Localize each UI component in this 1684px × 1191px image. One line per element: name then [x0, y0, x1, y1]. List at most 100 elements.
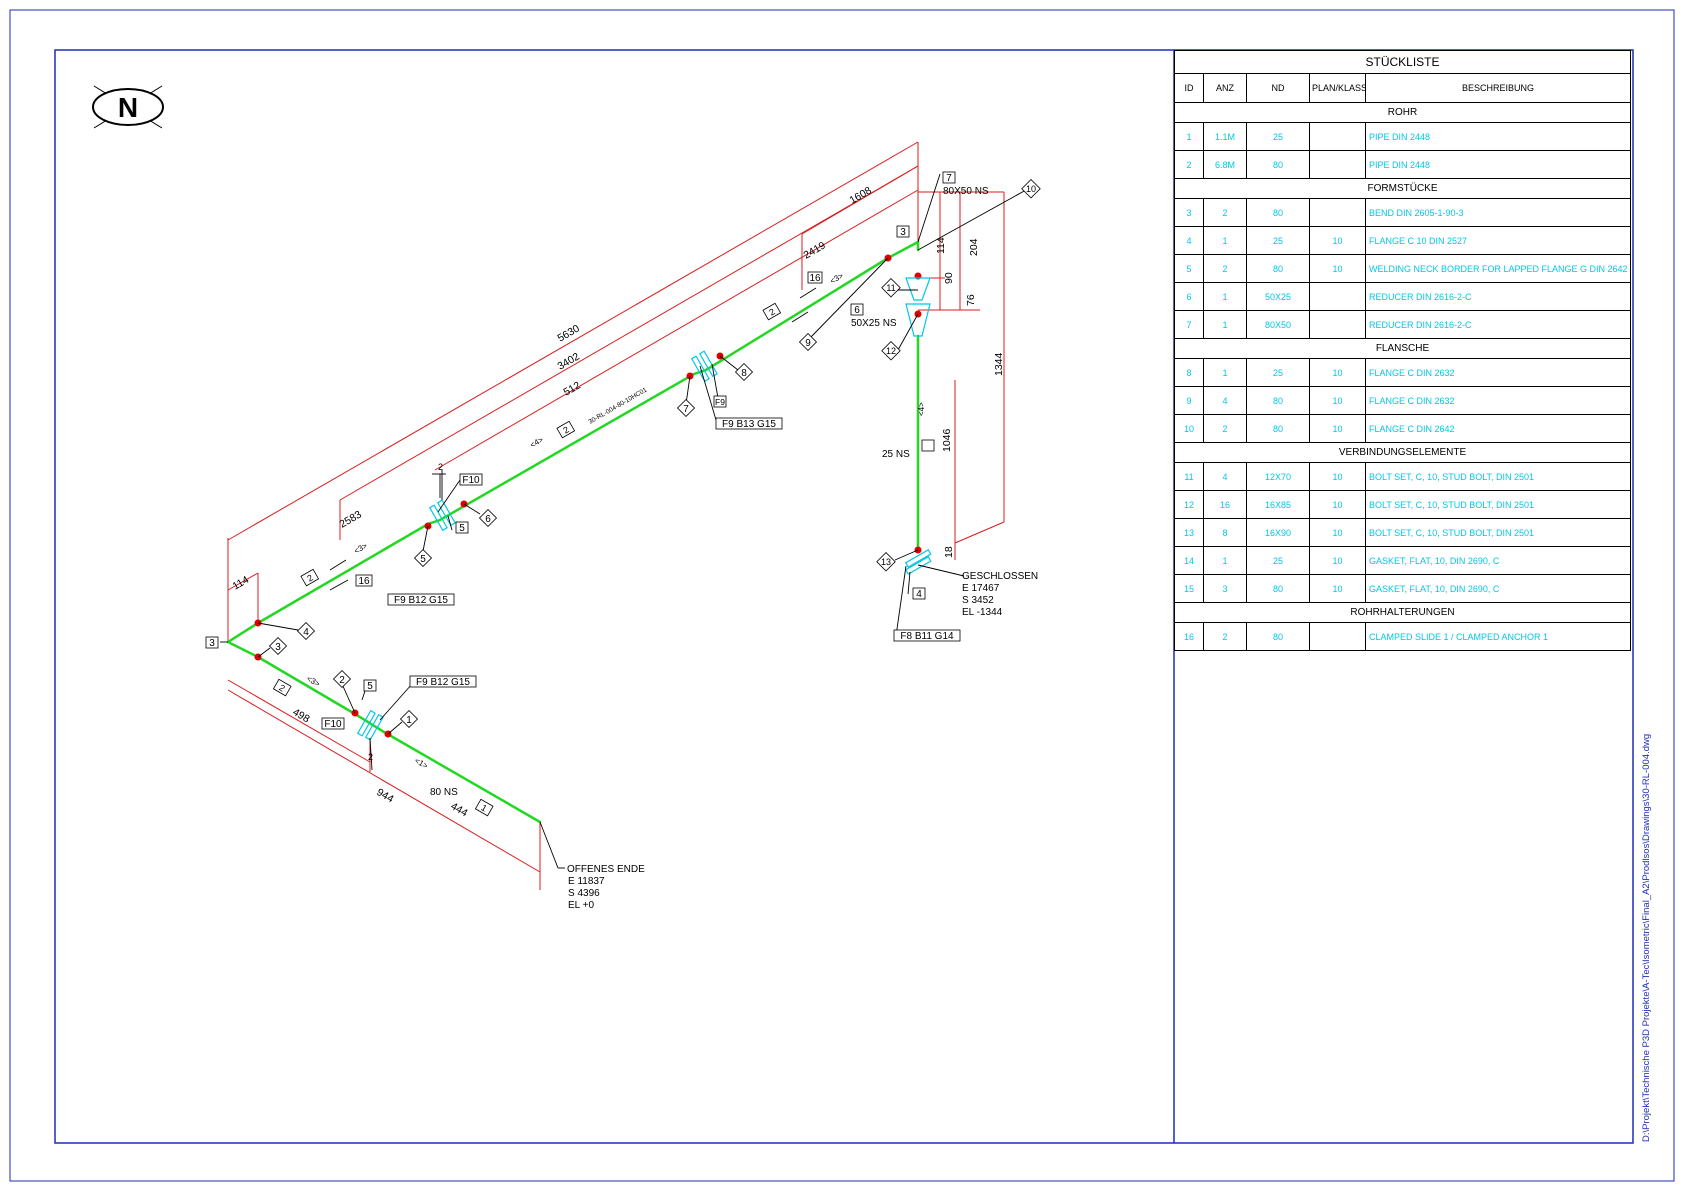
callout-diamond-9: 9: [798, 332, 818, 352]
bom-cell-id: 2: [1174, 150, 1204, 179]
svg-text:10: 10: [1026, 184, 1036, 194]
dim-944: 944: [375, 786, 396, 805]
bom-cell-nd: 80: [1246, 198, 1310, 227]
ns-80-label: 80 NS: [430, 787, 458, 798]
dim-512: 512: [562, 379, 583, 398]
bom-header-row: ID ANZ ND PLAN/KLASSE BESCHREIBUNG: [1174, 73, 1631, 103]
file-path-label: D:\Projekt\Technische P3D Projekte\A-Tec…: [1641, 733, 1652, 1142]
weld-gap-2-upper: 2: [438, 462, 443, 472]
bom-cell-id: 3: [1174, 198, 1204, 227]
weld-points: [254, 254, 922, 738]
bom-cell-id: 14: [1174, 546, 1204, 575]
reducer-lower: [905, 303, 931, 337]
pipe-elbow-left-lower: [226, 640, 260, 659]
bom-section-row: FLANSCHE: [1174, 338, 1631, 359]
bom-cell-plan: 10: [1309, 414, 1366, 443]
bom-header-plan: PLAN/KLASSE: [1309, 73, 1366, 103]
svg-text:6: 6: [485, 514, 491, 525]
bom-cell-anz: 1: [1203, 358, 1247, 387]
bom-cell-anz: 2: [1203, 254, 1247, 283]
dim-1608: 1608: [848, 184, 874, 206]
bom-cell-id: 4: [1174, 226, 1204, 255]
bom-section-title: ROHR: [1174, 102, 1631, 123]
svg-text:<4>: <4>: [917, 402, 926, 416]
bom-cell-description: GASKET, FLAT, 10, DIN 2690, C: [1365, 574, 1631, 603]
bom-cell-plan: [1309, 198, 1366, 227]
weld-gap-2-lower: 2: [368, 752, 373, 762]
bom-cell-description: FLANGE C DIN 2632: [1365, 358, 1631, 387]
bom-cell-nd: 25: [1246, 546, 1310, 575]
bom-section-title: ROHRHALTERUNGEN: [1174, 602, 1631, 623]
callout-diamond-13: 13: [876, 551, 896, 572]
bom-cell-plan: [1309, 282, 1366, 311]
components: [356, 277, 932, 741]
bom-cell-id: 15: [1174, 574, 1204, 603]
svg-text:2: 2: [339, 675, 345, 686]
pipe-tag-mid: 2: [556, 420, 576, 439]
svg-text:13: 13: [881, 557, 891, 567]
closed-end-s: S 3452: [962, 595, 994, 606]
bom-cell-description: FLANGE C DIN 2632: [1365, 386, 1631, 415]
bom-section-row: ROHR: [1174, 102, 1631, 123]
pipe-tag-left-lower: 2: [272, 678, 292, 697]
bom-cell-nd: 80: [1246, 386, 1310, 415]
bom-cell-anz: 1: [1203, 546, 1247, 575]
callout-diamonds: 1 2 3 4 5 6 7 8 9 10 11 12 13: [268, 178, 1041, 729]
box-label-16-left: 16: [358, 576, 370, 587]
pipe-main-lower: [256, 655, 542, 824]
callout-diamond-5: 5: [413, 548, 433, 568]
flange-pair-upper-left: [428, 499, 456, 532]
bom-cell-plan: 10: [1309, 546, 1366, 575]
fbg-labels: F9 B12 G15 F9 B12 G15 F9 B13 G15 F8 B11 …: [321, 417, 961, 730]
bom-cell-nd: 80X50: [1246, 310, 1310, 339]
dim-90: 90: [943, 272, 955, 284]
bom-cell-nd: 25: [1246, 226, 1310, 255]
bom-cell-description: REDUCER DIN 2616-2-C: [1365, 310, 1631, 339]
pipe-tag-upper-right: 2: [762, 302, 782, 321]
bom-header-id: ID: [1174, 73, 1204, 103]
bom-cell-nd: 80: [1246, 622, 1310, 651]
svg-text:<3>: <3>: [829, 271, 846, 286]
bom-section-title: FORMSTÜCKE: [1174, 178, 1631, 199]
dim-1344: 1344: [993, 352, 1005, 376]
bom-cell-plan: 10: [1309, 226, 1366, 255]
bom-cell-anz: 4: [1203, 386, 1247, 415]
open-end-block: OFFENES ENDE E 11837 S 4396 EL +0: [567, 864, 645, 911]
box-label-5-upper: 5: [459, 523, 465, 534]
flange-f10-upper: F10: [462, 475, 480, 486]
svg-text:2: 2: [305, 572, 314, 583]
dim-204: 204: [968, 238, 980, 256]
bom-section-row: FORMSTÜCKE: [1174, 178, 1631, 199]
dim-18: 18: [943, 546, 955, 558]
bom-cell-description: CLAMPED SLIDE 1 / CLAMPED ANCHOR 1: [1365, 622, 1631, 651]
bom-header-anz: ANZ: [1203, 73, 1247, 103]
bom-cell-anz: 16: [1203, 490, 1247, 519]
dim-2419: 2419: [802, 239, 828, 261]
flange-pair-lower: [356, 709, 384, 741]
dim-2583: 2583: [338, 508, 364, 530]
segment-codes: <3> <3> <4> <3> <1> <4>: [305, 271, 926, 771]
bom-cell-anz: 2: [1203, 622, 1247, 651]
bom-cell-anz: 1: [1203, 310, 1247, 339]
bom-cell-id: 10: [1174, 414, 1204, 443]
bom-cell-description: REDUCER DIN 2616-2-C: [1365, 282, 1631, 311]
box-label-16-top: 16: [809, 273, 821, 284]
flange-bottom-right: [904, 548, 932, 575]
bom-cell-anz: 3: [1203, 574, 1247, 603]
bom-cell-description: FLANGE C DIN 2642: [1365, 414, 1631, 443]
bom-header-description: BESCHREIBUNG: [1365, 73, 1631, 103]
svg-text:5: 5: [420, 554, 426, 565]
bom-cell-plan: 10: [1309, 358, 1366, 387]
bom-cell-id: 13: [1174, 518, 1204, 547]
bom-cell-plan: 10: [1309, 490, 1366, 519]
dimension-lines: [227, 141, 1005, 890]
bom-cell-nd: 80: [1246, 574, 1310, 603]
bom-cell-id: 1: [1174, 122, 1204, 151]
